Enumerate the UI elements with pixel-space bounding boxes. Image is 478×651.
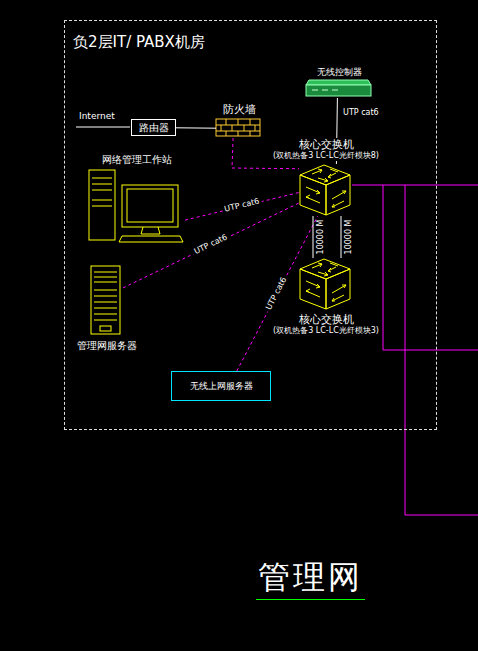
node-label: 路由器 [139,122,169,134]
connector [123,203,299,288]
edge-label: UTP cat6 [264,274,290,313]
text-group: 负2层IT/ PABX机房 [71,33,207,51]
node-note: (双机热备3 LC-LC光纤模块3) [273,326,379,336]
node-label: 核心交换机 [299,138,354,151]
connector [237,216,318,371]
node-label: 防火墙 [223,103,256,116]
core-switch: 核心交换机(双机热备3 LC-LC光纤模块8) [299,164,353,216]
edge-label: 10000 M [345,218,354,257]
server-tower: 管理网服务器 [90,265,123,337]
connector [185,193,299,221]
connector [313,216,314,258]
network-label: Internet [77,112,117,122]
node-label: 无线上网服务器 [190,381,253,392]
text-group: 防火墙 [221,103,258,116]
text-group: 核心交换机(双机热备3 LC-LC光纤模块3) [271,313,381,336]
edge-label: UTP cat6 [341,109,381,118]
node-label: 负2层IT/ PABX机房 [73,33,205,51]
firewall-icon: 防火墙 [216,119,263,138]
wireless-controller: 无线控制器 [306,81,373,98]
wireless-server-box: 无线上网服务器 [171,371,271,401]
text-group: 管理网服务器 [75,340,139,352]
connector [341,216,342,258]
edge-label: 10000 M [317,218,326,257]
node-label: 管理网服务器 [77,340,137,352]
node-label: 核心交换机 [299,313,354,326]
room-region: 负2层IT/ PABX机房路由器防火墙无线控制器核心交换机(双机热备3 LC-L… [64,20,437,430]
router-box: 路由器 [131,119,176,136]
text-group: 无线上网服务器 [188,381,255,392]
text-group: 无线控制器 [315,67,364,78]
workstation: 网络管理工作站 [89,169,185,245]
text-group: 网络管理工作站 [100,154,174,166]
node-label: 无线控制器 [317,67,362,78]
edge-label: UTP cat6 [191,233,231,258]
text-group: 路由器 [137,122,171,134]
core-switch: 核心交换机(双机热备3 LC-LC光纤模块3) [299,258,353,310]
node-note: (双机热备3 LC-LC光纤模块8) [273,151,379,161]
node-label: 网络管理工作站 [102,154,172,166]
connector [176,127,216,128]
caption: 管理网 [256,560,365,600]
edge-label: UTP cat6 [222,197,263,215]
text-group: 核心交换机(双机热备3 LC-LC光纤模块8) [271,138,381,161]
